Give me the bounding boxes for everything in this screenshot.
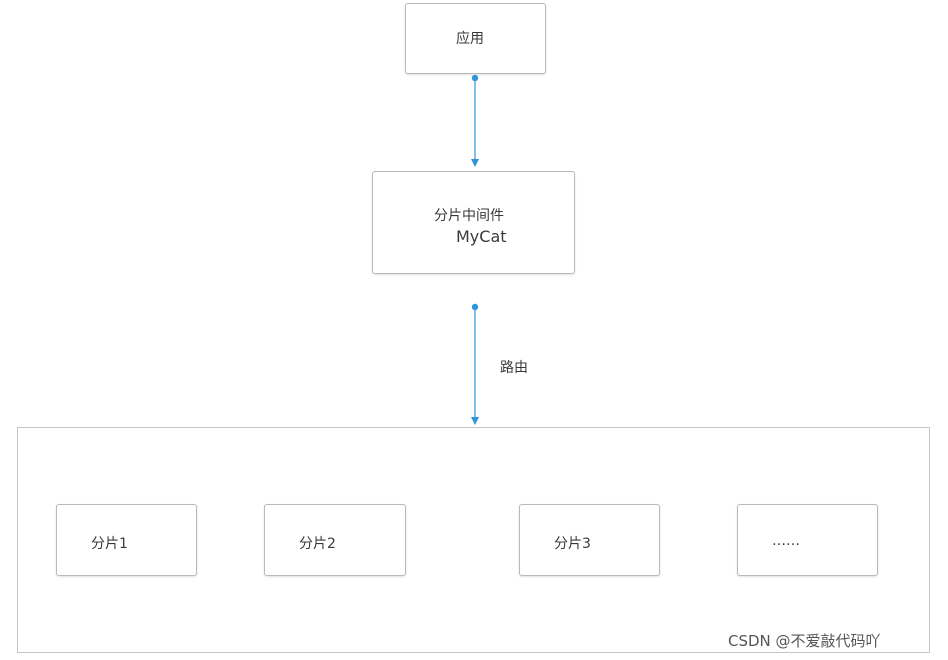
connector-app-to-middleware [471, 74, 479, 167]
connector-middleware-to-shards [471, 303, 479, 425]
route-edge-label: 路由 [500, 360, 528, 376]
middleware-node-label-line2: MyCat [456, 227, 507, 246]
shard-node-more-label: …… [772, 533, 800, 549]
shard-node-more[interactable]: …… [737, 504, 878, 576]
app-node-label: 应用 [456, 31, 484, 47]
middleware-node-label-line1: 分片中间件 [434, 208, 504, 224]
shard-node-1-label: 分片1 [91, 536, 128, 552]
shard-node-1[interactable]: 分片1 [56, 504, 197, 576]
shard-node-2[interactable]: 分片2 [264, 504, 406, 576]
middleware-node[interactable]: 分片中间件 MyCat [372, 171, 575, 274]
shard-node-2-label: 分片2 [299, 536, 336, 552]
shard-node-3-label: 分片3 [554, 536, 591, 552]
csdn-watermark: CSDN @不爱敲代码吖 [728, 632, 881, 650]
app-node[interactable]: 应用 [405, 3, 546, 74]
shard-node-3[interactable]: 分片3 [519, 504, 660, 576]
